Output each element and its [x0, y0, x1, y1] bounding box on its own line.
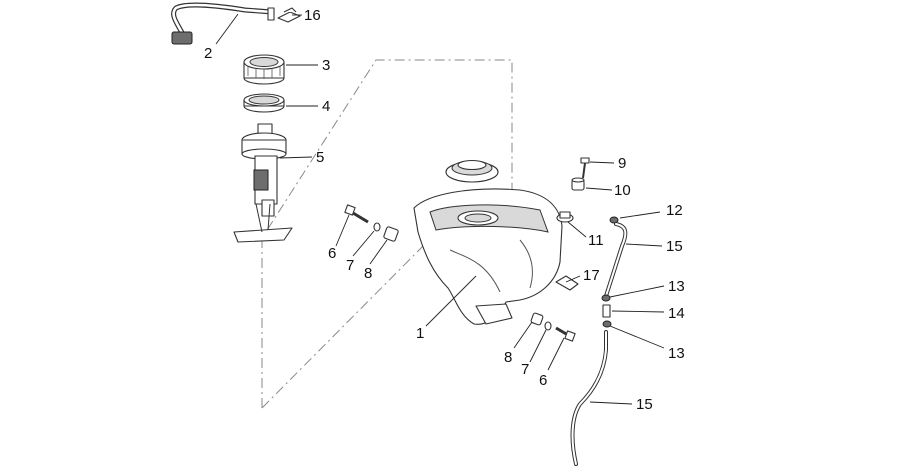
right-bolt-6-part [555, 326, 576, 342]
leader-5 [279, 156, 313, 159]
leader-14 [611, 310, 665, 313]
callout-6-left: 6 [328, 245, 336, 262]
callout-7-right: 7 [521, 361, 529, 378]
clamp-13-upper-part [601, 294, 611, 302]
callout-13-upper: 13 [668, 278, 685, 295]
callout-15-upper: 15 [666, 238, 683, 255]
left-bushing-8-part [383, 226, 399, 242]
breather-hose-upper-part [604, 222, 628, 298]
callout-17: 17 [583, 267, 600, 284]
callout-8-left: 8 [364, 265, 372, 282]
callout-16: 16 [304, 7, 321, 24]
leader-13b [609, 325, 665, 349]
callout-12: 12 [666, 202, 683, 219]
leader-8a [369, 239, 388, 265]
leader-2 [215, 13, 239, 45]
leader-10 [585, 187, 613, 191]
bracket-17-part [555, 275, 579, 291]
tank-filler-ring [445, 159, 499, 183]
leader-7b [529, 329, 547, 363]
connector-14-part [602, 304, 611, 318]
gasket-part [243, 93, 285, 113]
callout-7-left: 7 [346, 257, 354, 274]
clamp-13-lower-part [602, 320, 612, 328]
bushing-10-part [571, 177, 585, 191]
leader-1 [425, 275, 477, 327]
callout-5: 5 [316, 149, 324, 166]
breather-hose-lower-part [570, 330, 608, 466]
leader-13a [609, 285, 665, 298]
leader-17 [565, 275, 581, 283]
callout-15-lower: 15 [636, 396, 653, 413]
screw-9-part [580, 157, 590, 179]
leader-6b [547, 337, 565, 371]
callout-6-right: 6 [539, 372, 547, 389]
callout-13-lower: 13 [668, 345, 685, 362]
leader-15a [625, 243, 663, 247]
right-bushing-8-part [530, 312, 544, 326]
callout-8-right: 8 [504, 349, 512, 366]
callout-9: 9 [618, 155, 626, 172]
callout-10: 10 [614, 182, 631, 199]
fuel-tank-part [413, 188, 563, 325]
leader-11 [567, 221, 587, 238]
grommet-11-part [556, 211, 574, 223]
callout-1: 1 [416, 325, 424, 342]
callout-2: 2 [204, 45, 212, 62]
left-washer-7-part [373, 222, 381, 232]
leader-8b [513, 321, 533, 349]
callout-11: 11 [588, 232, 604, 249]
leader-12 [619, 211, 661, 219]
leader-6a [335, 214, 350, 247]
left-bolt-6-part [344, 204, 369, 224]
leader-7a [352, 230, 375, 257]
projection-line [261, 231, 438, 409]
right-washer-7-part [544, 321, 552, 331]
callout-4: 4 [322, 98, 330, 115]
fuel-hose-part [171, 2, 275, 45]
clamp-12-part [609, 216, 619, 224]
callout-3: 3 [322, 57, 330, 74]
projection-frame [261, 59, 513, 408]
leader-9 [589, 161, 615, 164]
leader-15b [589, 401, 633, 405]
callout-14: 14 [668, 305, 685, 322]
fuel-pump-assembly-part [233, 123, 293, 243]
hose-clip-part [277, 7, 301, 23]
lock-ring-part [243, 54, 285, 85]
